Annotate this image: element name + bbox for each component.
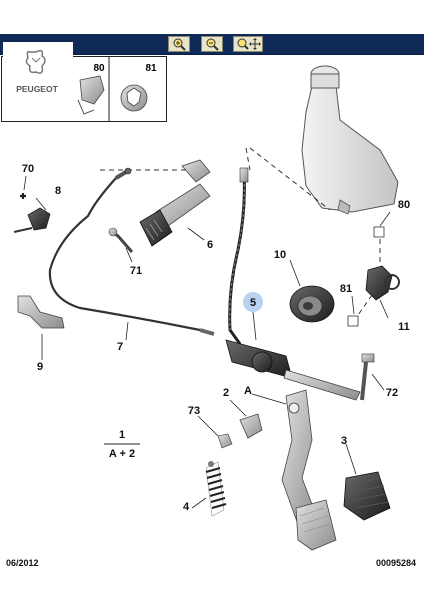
part-72-bolt[interactable] [360,353,375,401]
toolbar [0,34,424,55]
leader-80 [379,211,391,227]
leader-72 [371,373,385,391]
part-10-boot[interactable] [289,285,335,323]
brand-logo: PEUGEOT [3,42,73,120]
part-5-hose[interactable] [228,167,249,345]
thumbnail-80[interactable]: 80 [77,63,105,115]
leader-8 [35,197,47,211]
callout-a-plus-2: A + 2 [109,448,135,460]
leader-81 [351,295,355,315]
part-7-cable[interactable] [48,167,215,336]
fluid-reservoir[interactable] [301,65,399,215]
part-81-clip[interactable] [347,315,359,327]
callout-9: 9 [37,361,43,373]
leader-a [251,393,287,405]
thumbnail-80-label: 80 [93,63,105,74]
zoom-in-button[interactable] [168,36,190,52]
callout-a: A [244,385,252,397]
zoom-fit-button[interactable] [233,36,263,52]
zoom-out-icon [206,38,219,51]
callout-11: 11 [398,321,410,333]
callout-2: 2 [223,387,229,399]
clutch-pedal[interactable] [281,389,337,551]
leader-7 [125,321,129,341]
part-70[interactable] [20,193,26,199]
callout-10: 10 [274,249,286,261]
thumbnail-81-label: 81 [145,63,157,74]
callout-80: 80 [398,199,410,211]
leader-71 [125,247,133,263]
part-4-spring[interactable] [205,461,227,517]
callout-72: 72 [386,387,398,399]
callout-3: 3 [341,435,347,447]
leader-3 [345,443,357,475]
dashed-guides [100,147,381,319]
leader-73 [197,415,219,437]
part-6-cylinder[interactable] [139,159,211,247]
callout-73: 73 [188,405,200,417]
callout-5-highlight[interactable]: 5 [243,292,263,341]
callout-70: 70 [22,163,34,175]
leader-4 [191,497,207,509]
footer-date: 06/2012 [6,558,39,568]
zoom-out-button[interactable] [201,36,223,52]
callout-81: 81 [340,283,352,295]
zoom-fit-icon [237,38,261,50]
brand-name: PEUGEOT [16,84,58,94]
leader-11 [379,299,389,319]
part-80-clip[interactable] [373,226,385,238]
callout-71: 71 [130,265,142,277]
part-3-pedal-pad[interactable] [343,471,391,521]
part-11-switch[interactable] [365,265,400,301]
part-9[interactable] [17,295,65,329]
callout-8: 8 [55,185,61,197]
callout-6: 6 [207,239,213,251]
footer-ref: 00095284 [375,558,416,568]
callout-4: 4 [183,501,190,513]
leader-10 [289,259,301,287]
thumbnail-81[interactable]: 81 [120,63,157,112]
leader-6 [187,227,205,241]
zoom-in-icon [173,38,186,51]
leader-70 [23,175,27,191]
part-73-nut[interactable] [217,433,233,449]
part-71-bolt[interactable] [108,227,134,253]
callout-7: 7 [117,341,123,353]
part-2-pivot[interactable] [239,413,263,439]
part-8[interactable] [13,207,51,233]
master-cylinder[interactable] [225,339,361,401]
leader-2 [229,399,247,417]
callout-1: 1 [119,429,125,441]
callout-5: 5 [250,297,256,309]
